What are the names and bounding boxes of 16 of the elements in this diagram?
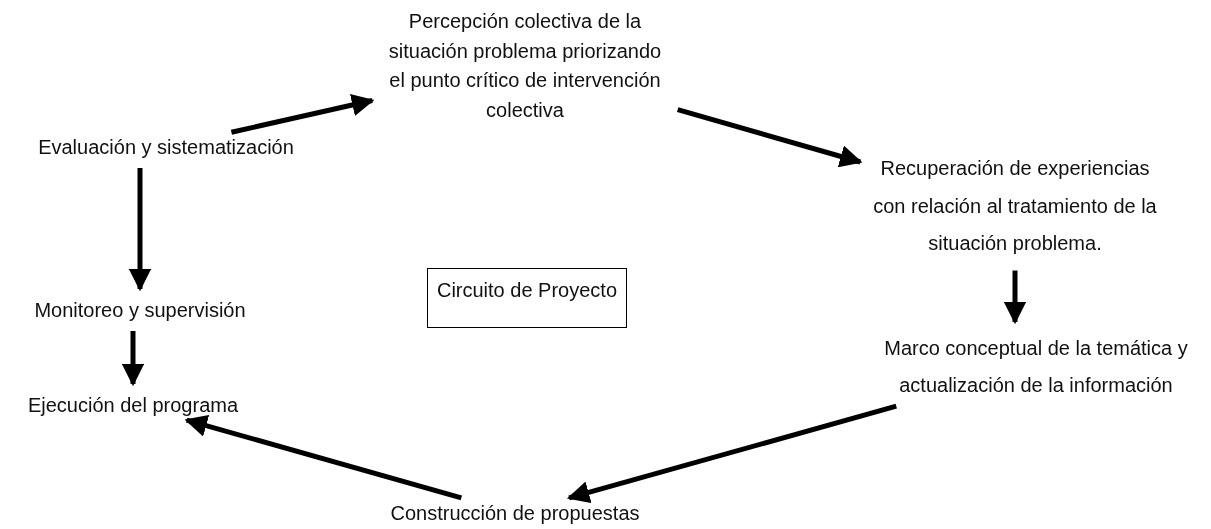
arrow (1003, 270, 1027, 325)
title-box (427, 268, 627, 328)
arrow (677, 107, 863, 168)
step-label: Evaluación y sistematización (37, 135, 295, 160)
arrow (121, 331, 145, 387)
arrow (566, 403, 897, 504)
step-label: Construcción de propuestas (389, 501, 641, 526)
step-label: Ejecución del programa (26, 393, 240, 418)
arrow (128, 168, 152, 292)
arrow (184, 414, 462, 501)
step-label: Percepción colectiva de la situación problema priorizando el punto crítico de intervención colectiva (387, 9, 663, 123)
step-label: Marco conceptual de la temática y actualización de la información (883, 336, 1189, 398)
box-title: Circuito de Proyecto (435, 278, 619, 303)
arrow (230, 93, 375, 135)
step-label: Recuperación de experiencias con relación al tratamiento de la situación problema. (872, 156, 1158, 256)
step-label: Monitoreo y supervisión (33, 298, 247, 323)
